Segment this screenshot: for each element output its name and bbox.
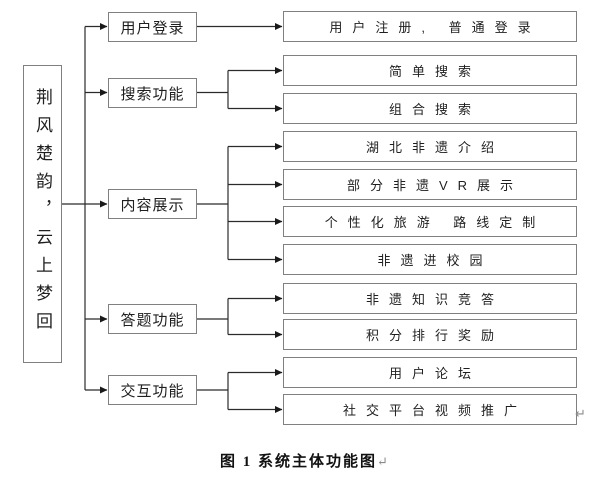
leaf-node-vr-display: 部分非遗VR展示 [283, 169, 577, 200]
return-mark-icon: ↵ [377, 454, 388, 469]
leaf-node-simple-search: 简单搜索 [283, 55, 577, 86]
return-mark-icon: ↵ [575, 406, 586, 421]
leaf-label: 社交平台视频推广 [342, 403, 527, 418]
leaf-label: 部分非遗VR展示 [346, 178, 524, 193]
leaf-node-points-ranking: 积分排行奖励 [283, 319, 577, 350]
root-node-label: 荆风楚韵，云上梦回 [33, 88, 52, 340]
leaf-label: 组合搜索 [388, 102, 481, 117]
leaf-node-social-promo: 社交平台视频推广 [283, 394, 577, 425]
branch-node-content-display: 内容展示 [108, 189, 197, 219]
leaf-node-campus: 非遗进校园 [283, 244, 577, 275]
leaf-label: 简单搜索 [388, 64, 481, 79]
branch-node-user-login: 用户登录 [108, 12, 197, 42]
leaf-label: 非遗知识竞答 [365, 292, 504, 307]
leaf-node-combined-search: 组合搜索 [283, 93, 577, 124]
leaf-label: 非遗进校园 [377, 253, 493, 268]
branch-label: 内容展示 [120, 196, 185, 214]
leaf-node-knowledge-quiz: 非遗知识竞答 [283, 283, 577, 314]
branch-label: 答题功能 [120, 311, 185, 329]
leaf-node-user-forum: 用户论坛 [283, 357, 577, 388]
leaf-label: 积分排行奖励 [365, 328, 504, 343]
branch-label: 交互功能 [120, 382, 185, 400]
branch-node-search: 搜索功能 [108, 78, 197, 108]
leaf-label: 湖北非遗介绍 [365, 140, 504, 155]
leaf-label: 用户论坛 [388, 366, 481, 381]
leaf-node-register-login: 用户注册, 普通登录 [283, 11, 577, 42]
branch-node-interaction: 交互功能 [108, 375, 197, 405]
leaf-node-heritage-intro: 湖北非遗介绍 [283, 131, 577, 162]
root-node: 荆风楚韵，云上梦回 [23, 65, 62, 363]
leaf-label: 用户注册, 普通登录 [329, 20, 541, 35]
leaf-node-custom-route: 个性化旅游 路线定制 [283, 206, 577, 237]
figure-caption: 图 1 系统主体功能图↵ [0, 450, 608, 471]
figure-caption-text: 图 1 系统主体功能图 [220, 454, 378, 470]
branch-label: 用户登录 [120, 19, 185, 37]
leaf-label: 个性化旅游 路线定制 [324, 215, 546, 230]
branch-node-quiz: 答题功能 [108, 304, 197, 334]
branch-label: 搜索功能 [120, 85, 185, 103]
